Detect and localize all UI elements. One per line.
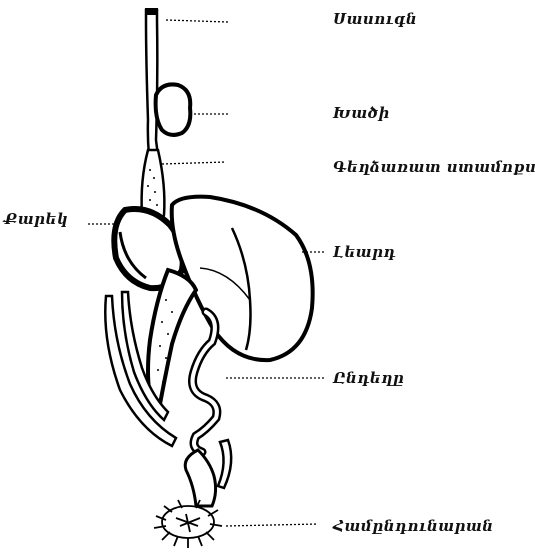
label-crop: Խածի bbox=[333, 104, 390, 122]
rectum-shape bbox=[185, 450, 215, 506]
label-intestine: Ընդեղը bbox=[333, 369, 404, 387]
leader-glandular bbox=[162, 162, 226, 164]
rectum-side-tube bbox=[218, 440, 231, 488]
leader-esophagus bbox=[166, 20, 228, 22]
label-gizzard: Քարեկ bbox=[4, 210, 68, 228]
liver-shape bbox=[172, 197, 313, 360]
crop-shape bbox=[156, 84, 191, 134]
label-liver: Լեարդ bbox=[333, 243, 396, 261]
label-esophagus: Սասուգն bbox=[333, 10, 417, 28]
leader-cloaca bbox=[226, 524, 318, 526]
label-cloaca: Համընդունարան bbox=[333, 517, 494, 535]
label-glandular-stomach: Գեղձառատ ստամոքս bbox=[333, 158, 535, 176]
esophagus-top-cap bbox=[145, 8, 158, 15]
